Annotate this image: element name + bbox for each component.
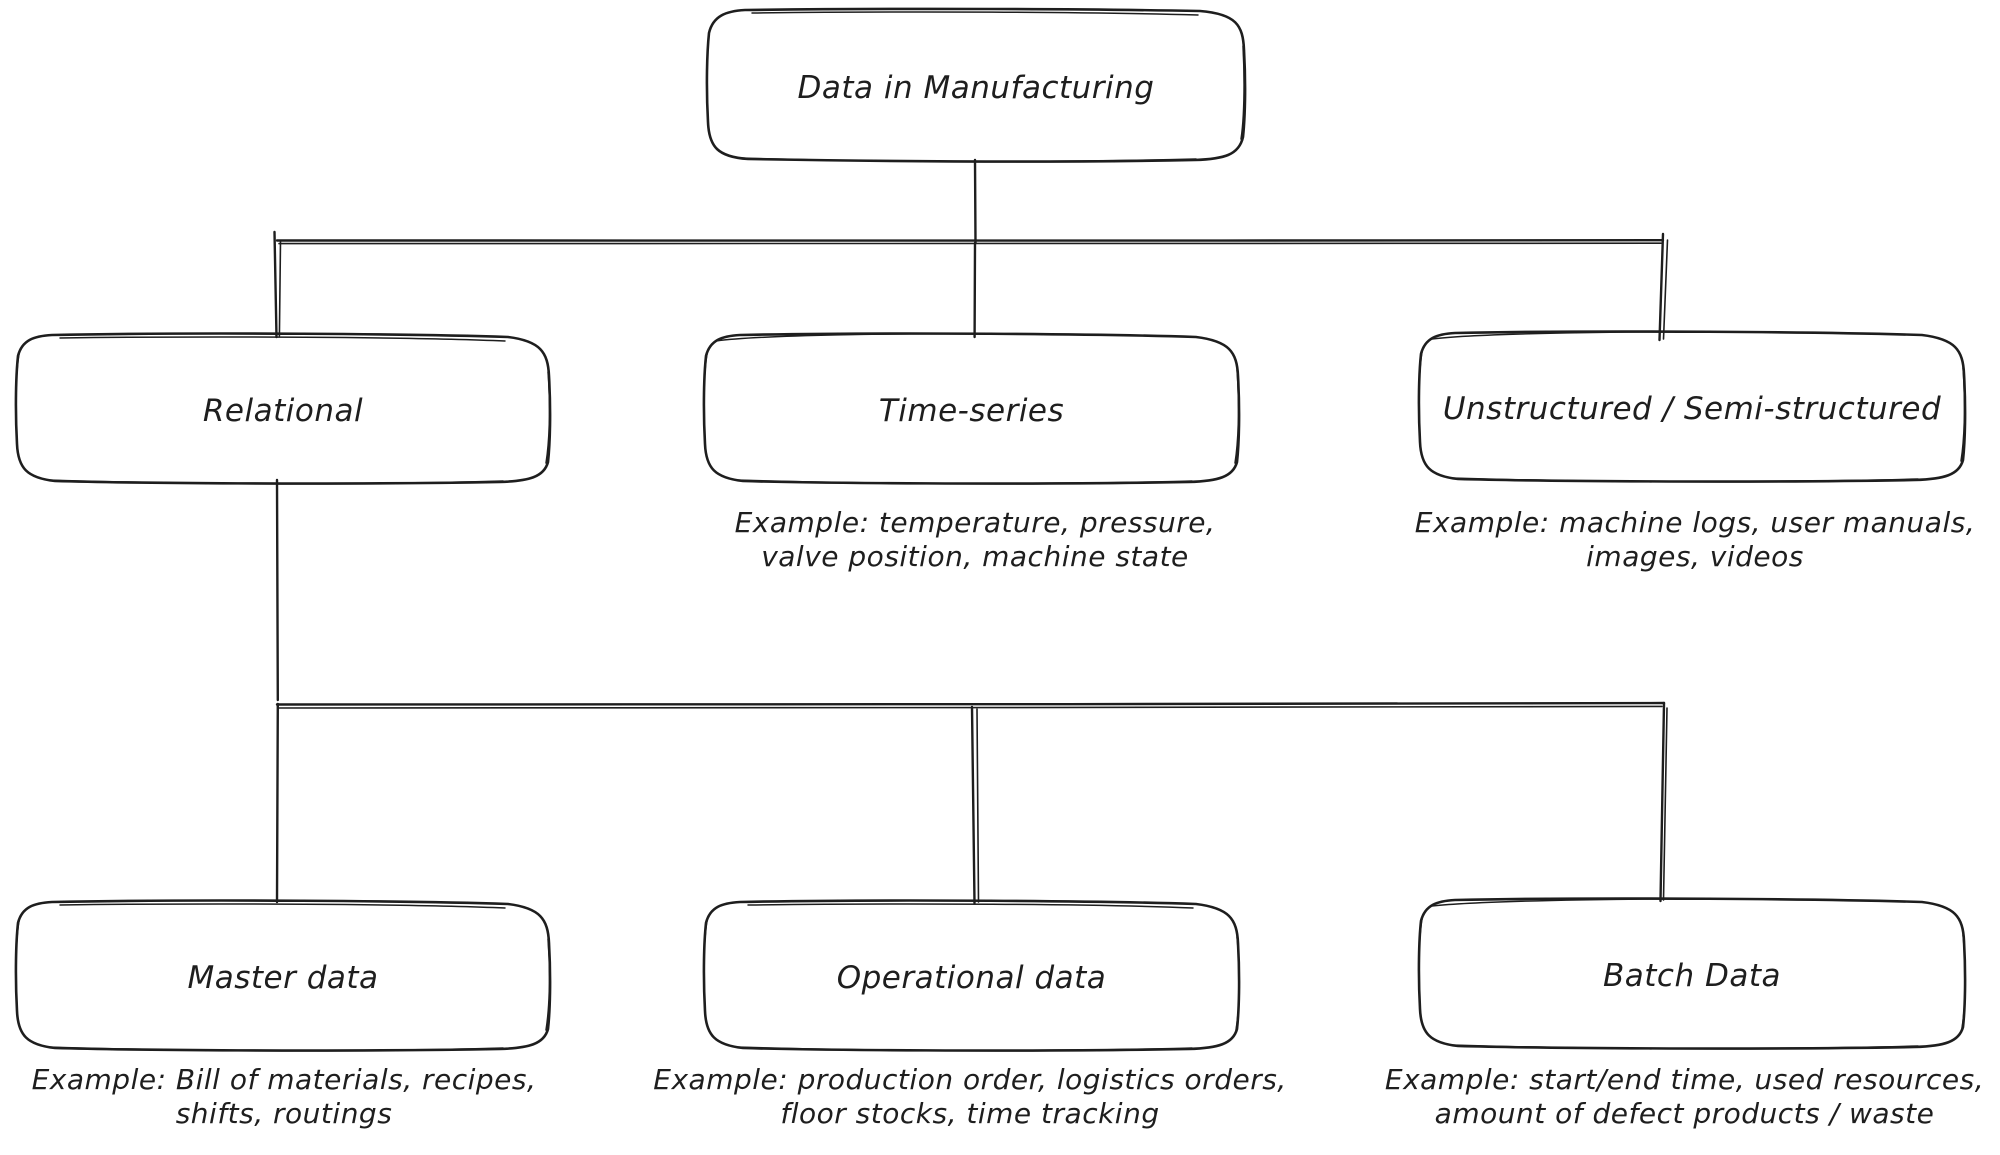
node-shape-relational[interactable]	[14, 332, 552, 485]
edge-root-to-level1	[273, 158, 1669, 342]
caption-unstructured: Example: machine logs, user manuals, ima…	[1414, 506, 1976, 574]
node-label-timeseries: Time-series	[878, 393, 1065, 429]
node-label-relational: Relational	[202, 393, 364, 429]
node-shape-timeseries[interactable]	[702, 332, 1241, 485]
node-label-batch: Batch Data	[1603, 958, 1781, 994]
node-label-root: Data in Manufacturing	[797, 70, 1155, 106]
node-label-master: Master data	[187, 960, 379, 996]
caption-operational: Example: production order, logistics ord…	[653, 1063, 1287, 1131]
node-label-operational: Operational data	[836, 960, 1107, 996]
node-shape-operational[interactable]	[702, 899, 1241, 1052]
node-shape-master[interactable]	[14, 899, 552, 1052]
node-label-unstructured: Unstructured / Semi-structured	[1442, 391, 1942, 427]
caption-master: Example: Bill of materials, recipes, shi…	[31, 1063, 537, 1131]
node-shape-root[interactable]	[705, 7, 1247, 163]
node-shape-unstructured[interactable]	[1417, 330, 1967, 483]
node-shape-batch[interactable]	[1417, 897, 1967, 1050]
caption-timeseries: Example: temperature, pressure, valve po…	[734, 506, 1216, 574]
caption-batch: Example: start/end time, used resources,…	[1384, 1063, 1985, 1131]
edge-relational-to-level2	[275, 478, 1668, 905]
